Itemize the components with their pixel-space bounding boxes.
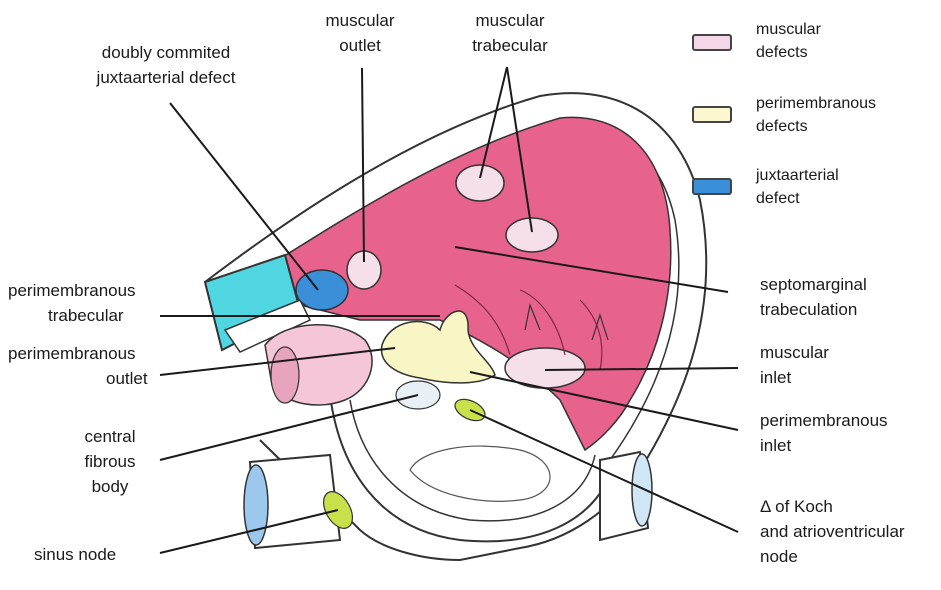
label-koch-line-1: Δ of Koch xyxy=(760,494,905,519)
label-perimembranous-outlet-line-1: perimembranous xyxy=(8,341,148,366)
label-muscular-trabecular: muscular trabecular xyxy=(450,8,570,58)
vena-cava-opening xyxy=(244,465,268,545)
juxtaarterial-defect xyxy=(296,270,348,310)
legend-juxtaarterial-line-1: juxtaarterial xyxy=(756,164,839,187)
label-perimembranous-inlet-line-1: perimembranous xyxy=(760,408,888,433)
legend-perimembranous-line-2: defects xyxy=(756,115,876,138)
label-koch-line-3: node xyxy=(760,544,905,569)
label-sinus-node-line-1: sinus node xyxy=(34,542,116,567)
label-perimembranous-inlet: perimembranous inlet xyxy=(760,408,888,458)
legend-label-juxtaarterial: juxtaarterial defect xyxy=(756,164,839,210)
label-perimembranous-outlet-line-2: outlet xyxy=(8,366,148,391)
label-muscular-trabecular-line-1: muscular xyxy=(450,8,570,33)
label-doubly-committed-line-1: doubly commited xyxy=(66,40,266,65)
legend-muscular-line-2: defects xyxy=(756,41,821,64)
label-central-fibrous-body: central fibrous body xyxy=(60,424,160,499)
legend-swatch-perimembranous xyxy=(692,106,732,123)
label-koch: Δ of Koch and atrioventricular node xyxy=(760,494,905,569)
label-muscular-trabecular-line-2: trabecular xyxy=(450,33,570,58)
label-septomarginal-line-2: trabeculation xyxy=(760,297,867,322)
label-central-fibrous-body-line-1: central xyxy=(60,424,160,449)
legend-perimembranous-line-1: perimembranous xyxy=(756,92,876,115)
inferior-vena-cava-opening xyxy=(632,454,652,526)
label-koch-line-2: and atrioventricular xyxy=(760,519,905,544)
label-central-fibrous-body-line-2: fibrous xyxy=(60,449,160,474)
legend-muscular-line-1: muscular xyxy=(756,18,821,41)
label-sinus-node: sinus node xyxy=(34,542,116,567)
label-doubly-committed-line-2: juxtaarterial defect xyxy=(66,65,266,90)
label-perimembranous-trabecular: perimembranous trabecular xyxy=(8,278,136,328)
label-central-fibrous-body-line-3: body xyxy=(60,474,160,499)
legend-swatch-juxtaarterial xyxy=(692,178,732,195)
label-perimembranous-outlet: perimembranous outlet xyxy=(8,341,148,391)
label-muscular-outlet-line-2: outlet xyxy=(310,33,410,58)
label-muscular-inlet-line-1: muscular xyxy=(760,340,829,365)
legend-label-muscular: muscular defects xyxy=(756,18,821,64)
outflow-opening xyxy=(271,347,299,403)
legend-label-perimembranous: perimembranous defects xyxy=(756,92,876,138)
label-perimembranous-trabecular-line-2: trabecular xyxy=(8,303,136,328)
muscular-trabecular-defect-2 xyxy=(506,218,558,252)
muscular-trabecular-defect-1 xyxy=(456,165,504,201)
label-muscular-outlet: muscular outlet xyxy=(310,8,410,58)
label-perimembranous-inlet-line-2: inlet xyxy=(760,433,888,458)
label-muscular-outlet-line-1: muscular xyxy=(310,8,410,33)
label-muscular-inlet: muscular inlet xyxy=(760,340,829,390)
label-perimembranous-trabecular-line-1: perimembranous xyxy=(8,278,136,303)
label-doubly-committed: doubly commited juxtaarterial defect xyxy=(66,40,266,90)
label-septomarginal-line-1: septomarginal xyxy=(760,272,867,297)
label-muscular-inlet-line-2: inlet xyxy=(760,365,829,390)
legend-juxtaarterial-line-2: defect xyxy=(756,187,839,210)
legend-swatch-muscular xyxy=(692,34,732,51)
label-septomarginal: septomarginal trabeculation xyxy=(760,272,867,322)
